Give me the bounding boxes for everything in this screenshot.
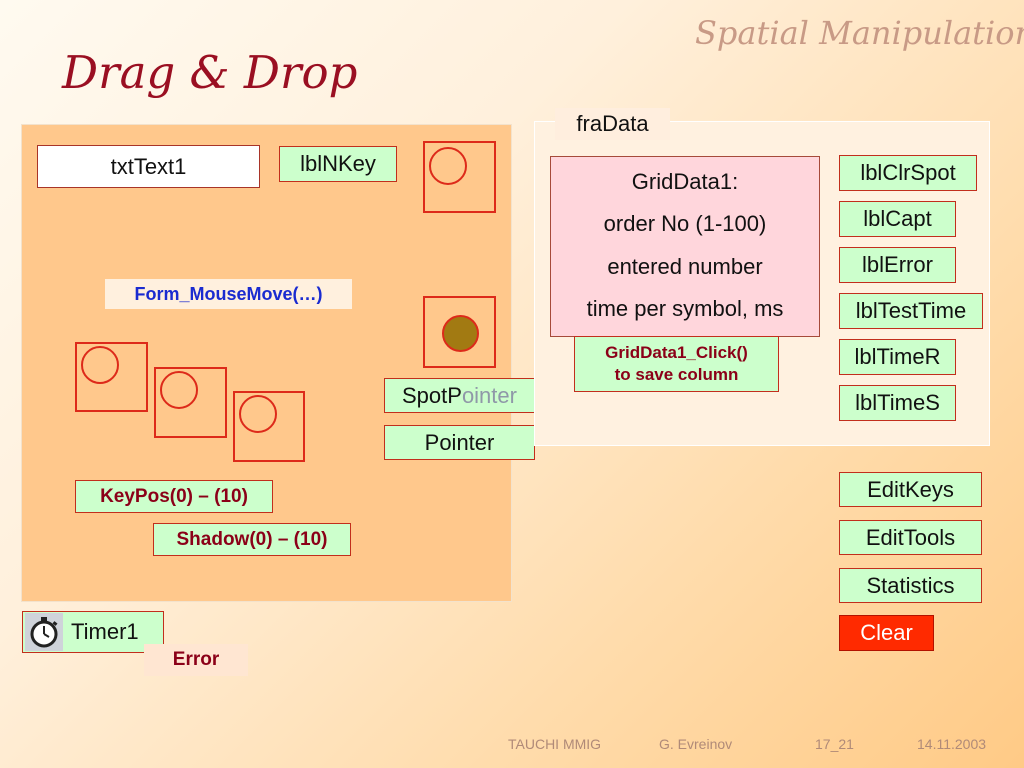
griddata1-grid[interactable]: GridData1: order No (1-100) entered numb… [550, 156, 820, 337]
fradata-frame-label: fraData [555, 108, 670, 140]
lbl-error-label: lblError [839, 247, 956, 283]
key-square-top[interactable] [423, 141, 496, 213]
grid-line-number: entered number [607, 253, 763, 279]
footer-slide-number: 17_21 [815, 736, 854, 752]
slide-subtitle: Spatial Manipulation [695, 14, 1024, 52]
grid-line-time: time per symbol, ms [586, 295, 784, 321]
grid-click-line2: to save column [614, 365, 739, 384]
timer1-label: Timer1 [71, 619, 139, 644]
spot-pointer-label-end: ointer [461, 382, 517, 408]
clear-button[interactable]: Clear [839, 615, 934, 651]
lbl-testtime-label: lblTestTime [839, 293, 983, 329]
lbl-timer-label: lblTimeR [839, 339, 956, 375]
grid-line-title: GridData1: [631, 169, 739, 195]
lbl-capt-label: lblCapt [839, 201, 956, 237]
lbl-times-label: lblTimeS [839, 385, 956, 421]
grid-line-order: order No (1-100) [603, 211, 767, 237]
edit-tools-button[interactable]: EditTools [839, 520, 982, 555]
pointer-label: Pointer [384, 425, 535, 460]
key-circle-3 [239, 395, 277, 433]
form-mousemove-label: Form_MouseMove(…) [105, 279, 352, 309]
griddata1-click-label: GridData1_Click() to save column [574, 336, 779, 392]
key-square-3[interactable] [233, 391, 305, 462]
shadow-label: Shadow(0) – (10) [153, 523, 351, 556]
key-circle-top [429, 147, 467, 185]
timer1-control: Timer1 [22, 611, 164, 653]
key-square-2[interactable] [154, 367, 227, 438]
stopwatch-icon [25, 613, 63, 651]
error-label: Error [144, 644, 248, 676]
key-circle-1 [81, 346, 119, 384]
slide-title: Drag & Drop [62, 46, 358, 99]
key-circle-2 [160, 371, 198, 409]
edit-keys-button[interactable]: EditKeys [839, 472, 982, 507]
spot-square[interactable] [423, 296, 496, 368]
spot-pointer-dot[interactable] [442, 315, 479, 352]
keypos-label: KeyPos(0) – (10) [75, 480, 273, 513]
footer-date: 14.11.2003 [917, 736, 987, 752]
key-square-1[interactable] [75, 342, 148, 412]
spot-pointer-label-start: SpotP [402, 382, 462, 408]
statistics-button[interactable]: Statistics [839, 568, 982, 603]
lbl-nkey-label: lblNKey [279, 146, 397, 182]
grid-click-line1: GridData1_Click() [605, 343, 748, 362]
lbl-clrspot-label: lblClrSpot [839, 155, 977, 191]
txt-text1-box[interactable]: txtText1 [37, 145, 260, 188]
footer-author: G. Evreinov [659, 736, 733, 752]
footer-org: TAUCHI MMIG [508, 736, 602, 752]
